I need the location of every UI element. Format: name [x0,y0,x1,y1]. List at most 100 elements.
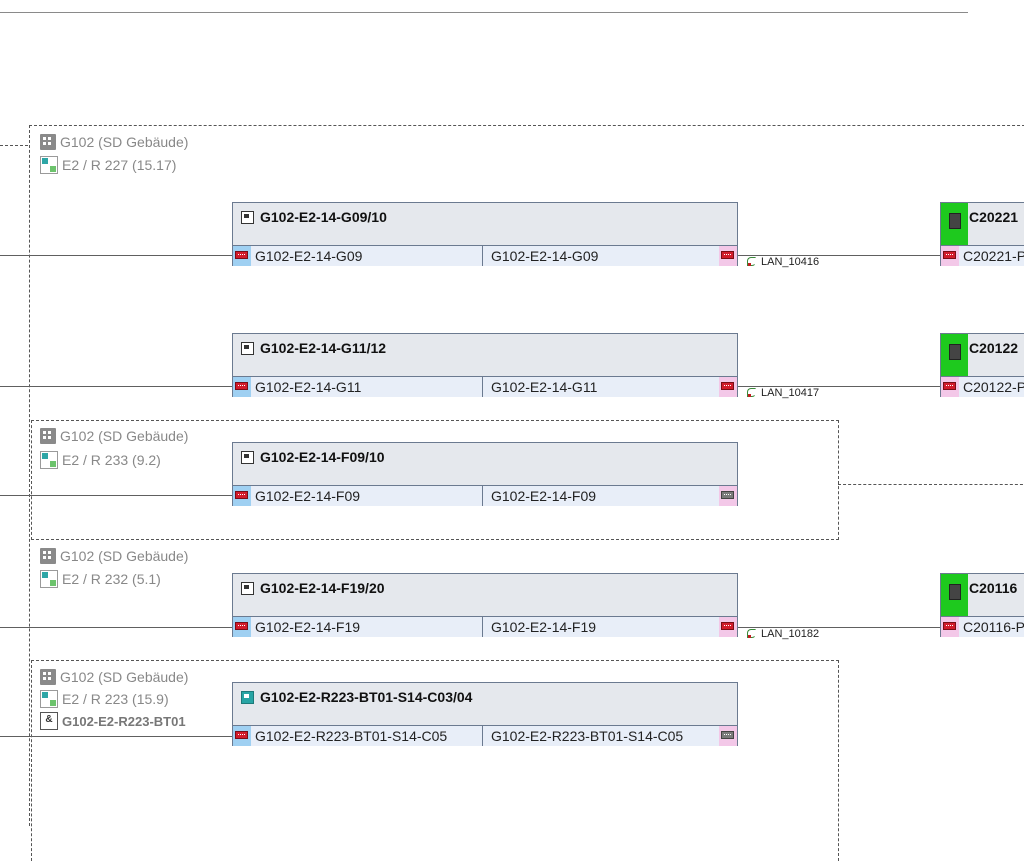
r233-connector-line [838,484,1024,485]
building-label: G102 (SD Gebäude) [40,668,188,686]
port-front-label: G102-E2-R223-BT01-S14-C05 [251,726,483,746]
patch-panel-box[interactable]: G102-E2-14-F19/20 G102-E2-14-F19 G102-E2… [232,573,738,637]
rj45-port-icon [943,622,956,630]
port-front-label: G102-E2-14-G11 [251,377,483,397]
device-port-label: C20122-P [963,379,1024,395]
rj45-port-icon [235,382,248,390]
room-group-outline [29,125,1024,826]
device-title: C20122 [969,340,1019,356]
room-name: E2 / R 232 (5.1) [62,571,161,587]
port-front-label: G102-E2-14-F09 [251,486,483,506]
device-box[interactable]: C20221 C20221-P [940,202,1024,266]
port-right[interactable] [719,726,737,746]
port-row[interactable]: G102-E2-14-G11 G102-E2-14-G11 [233,376,737,397]
device-port[interactable] [941,377,959,397]
device-box[interactable]: C20116 C20116-P [940,573,1024,637]
room-name: E2 / R 223 (15.9) [62,691,169,707]
device-port-row[interactable]: C20116-P [941,616,1024,637]
building-icon [40,669,56,685]
patch-panel-icon [241,690,254,704]
patch-panel-box[interactable]: G102-E2-14-F09/10 G102-E2-14-F09 G102-E2… [232,442,738,506]
link-line [0,627,232,628]
patch-panel-icon [241,341,254,355]
rj45-port-icon [235,251,248,259]
panel-title-text: G102-E2-14-G11/12 [260,340,387,356]
rj45-port-icon [235,622,248,630]
cable-label[interactable]: LAN_10417 [746,387,819,399]
rj45-port-icon [721,622,734,630]
panel-title: G102-E2-14-F19/20 [241,580,385,596]
room-name: E2 / R 233 (9.2) [62,452,161,468]
rj45-port-icon [943,251,956,259]
device-title: C20116 [969,580,1018,596]
port-back-label: G102-E2-14-G11 [491,379,598,395]
port-front-label: G102-E2-14-F19 [251,617,483,637]
cable-label[interactable]: LAN_10416 [746,256,819,268]
server-icon [949,213,961,229]
patch-panel-box[interactable]: G102-E2-R223-BT01-S14-C03/04 G102-E2-R22… [232,682,738,746]
room-icon [40,156,58,174]
patch-panel-box[interactable]: G102-E2-14-G11/12 G102-E2-14-G11 G102-E2… [232,333,738,397]
patch-panel-icon [241,210,254,224]
outer-group-stub [0,145,28,146]
device-box[interactable]: C20122 C20122-P [940,333,1024,397]
port-right[interactable] [719,377,737,397]
rj45-port-icon [721,382,734,390]
building-icon [40,134,56,150]
panel-title: G102-E2-14-F09/10 [241,449,385,465]
port-right[interactable] [719,246,737,266]
port-left[interactable] [233,486,251,506]
device-port[interactable] [941,617,959,637]
rack-icon: & [40,712,58,730]
port-right[interactable] [719,486,737,506]
room-label: E2 / R 223 (15.9) [40,690,169,708]
building-name: G102 (SD Gebäude) [60,669,189,685]
link-line [738,386,940,387]
device-status-indicator [941,334,968,376]
device-port-label: C20221-P [963,248,1024,264]
port-right[interactable] [719,617,737,637]
link-line [0,495,232,496]
panel-title: G102-E2-14-G09/10 [241,209,387,225]
panel-title: G102-E2-14-G11/12 [241,340,386,356]
port-left[interactable] [233,726,251,746]
link-line [0,736,232,737]
room-label: E2 / R 233 (9.2) [40,451,161,469]
building-label: G102 (SD Gebäude) [40,427,188,445]
room-icon [40,690,58,708]
rj45-port-unused-icon [721,731,734,739]
port-row[interactable]: G102-E2-14-G09 G102-E2-14-G09 [233,245,737,266]
cable-icon [746,387,758,399]
rack-name: G102-E2-R223-BT01 [62,713,186,729]
patch-panel-icon [241,581,254,595]
server-icon [949,584,961,600]
room-group-r233-outline [31,420,839,540]
room-name: E2 / R 227 (15.17) [62,157,177,173]
panel-title: G102-E2-R223-BT01-S14-C03/04 [241,689,472,705]
panel-title-text: G102-E2-14-F09/10 [260,449,385,465]
device-title: C20221 [969,209,1019,225]
port-left[interactable] [233,246,251,266]
port-front-label: G102-E2-14-G09 [251,246,483,266]
patch-panel-icon [241,450,254,464]
building-name: G102 (SD Gebäude) [60,428,189,444]
building-label: G102 (SD Gebäude) [40,547,188,565]
link-line [0,255,232,256]
port-row[interactable]: G102-E2-R223-BT01-S14-C05 G102-E2-R223-B… [233,725,737,746]
rack-label: &G102-E2-R223-BT01 [40,712,186,730]
top-border-line [0,12,968,13]
port-row[interactable]: G102-E2-14-F19 G102-E2-14-F19 [233,616,737,637]
device-status-indicator [941,574,968,616]
rj45-port-icon [943,382,956,390]
device-port[interactable] [941,246,959,266]
port-left[interactable] [233,617,251,637]
cable-icon [746,256,758,268]
port-left[interactable] [233,377,251,397]
cable-label[interactable]: LAN_10182 [746,628,819,640]
building-label: G102 (SD Gebäude) [40,133,188,151]
device-port-row[interactable]: C20221-P [941,245,1024,266]
building-icon [40,548,56,564]
patch-panel-box[interactable]: G102-E2-14-G09/10 G102-E2-14-G09 G102-E2… [232,202,738,266]
device-port-row[interactable]: C20122-P [941,376,1024,397]
port-row[interactable]: G102-E2-14-F09 G102-E2-14-F09 [233,485,737,506]
